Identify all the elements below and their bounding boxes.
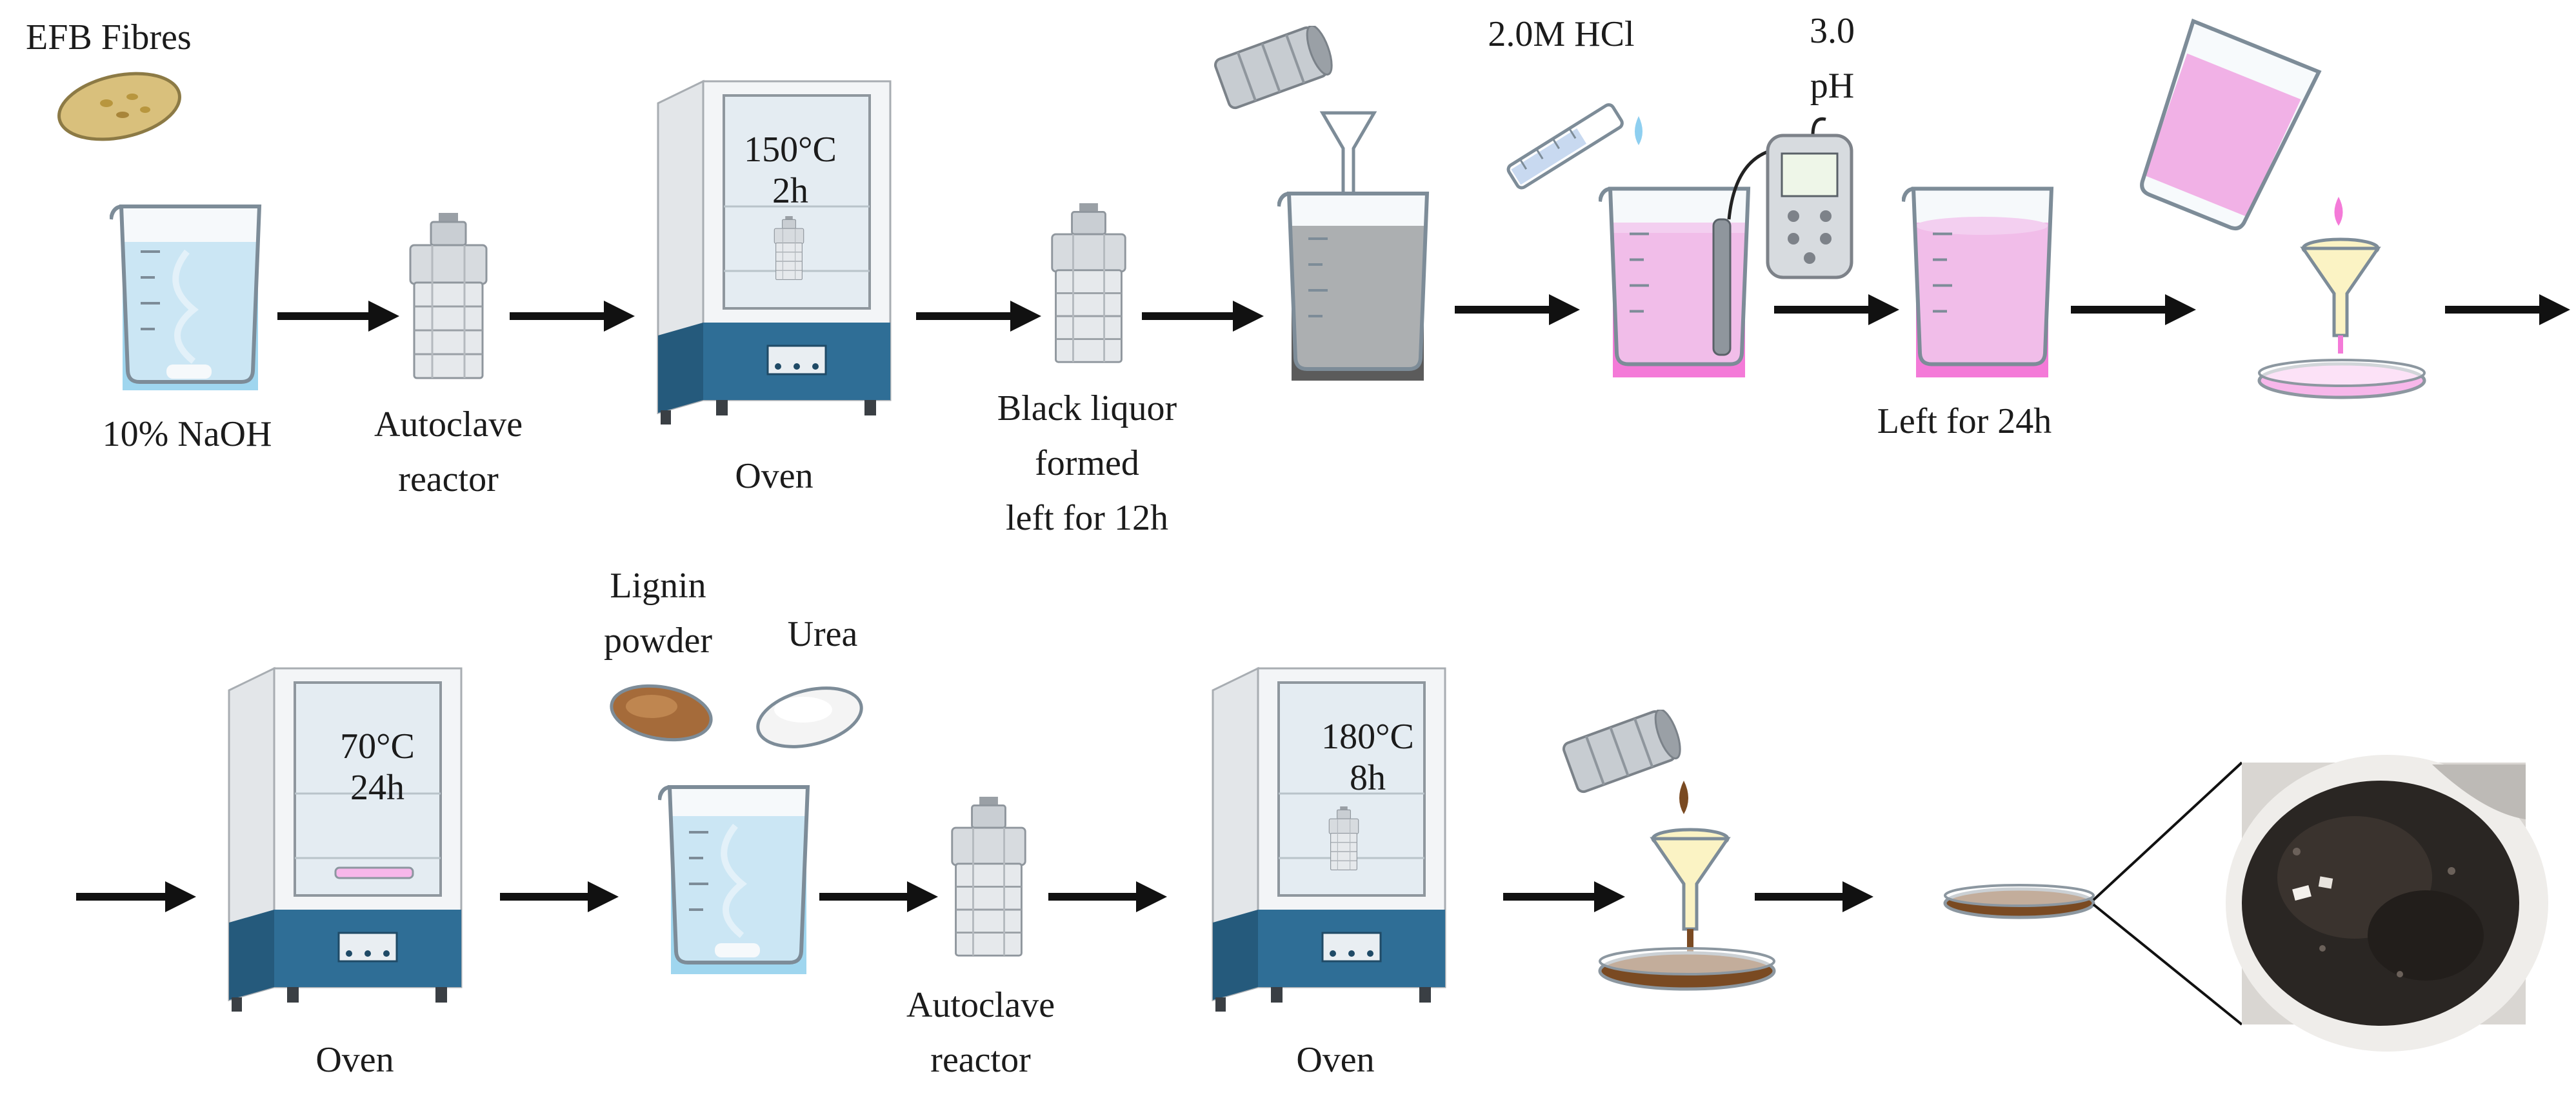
- oven-3-deg: °C: [1375, 717, 1414, 757]
- autoclave-label: Autoclave: [374, 405, 523, 445]
- urea-icon: [756, 686, 863, 748]
- oven-icon: [228, 667, 463, 1013]
- lignin-label-2: powder: [604, 621, 712, 661]
- ph-label: pH: [1810, 66, 1855, 106]
- black-liquor-label-1: Black liquor: [997, 388, 1177, 428]
- oven-1-setting: 150°C 2h: [744, 129, 837, 212]
- oven-3-setting: 180°C 8h: [1321, 716, 1414, 799]
- brown-drop-icon: [1679, 781, 1688, 814]
- efb-fibres-icon: [57, 72, 181, 141]
- zoom-line-bottom: [2092, 903, 2243, 1026]
- pouring-beaker-icon: [2140, 18, 2322, 230]
- lignin-label-1: Lignin: [610, 566, 706, 606]
- filter-funnel-icon: [2300, 237, 2381, 354]
- oven-label: Oven: [315, 1040, 394, 1080]
- oven-1-temp: 150: [744, 130, 799, 170]
- autoclave-reactor-icon: [951, 795, 1026, 957]
- acid-drop-icon: [1635, 116, 1642, 145]
- black-liquor-label-3: left for 12h: [1006, 498, 1168, 538]
- autoclave-reactor-icon: [409, 213, 488, 379]
- naoh-label: 10% NaOH: [102, 414, 272, 454]
- autoclave-reactor-icon: [1051, 202, 1126, 363]
- oven-3-time: 8h: [1350, 758, 1386, 798]
- graduated-cylinder-icon: [1506, 103, 1624, 190]
- oven-2-time: 24h: [350, 768, 404, 808]
- oven-2-deg: °C: [376, 726, 415, 766]
- oven-3-temp: 180: [1321, 717, 1376, 757]
- reactor-label: reactor: [398, 459, 499, 499]
- oven-2-setting: 70°C 24h: [340, 726, 415, 808]
- oven-2-temp: 70: [340, 726, 377, 766]
- settled-beaker-icon: [1903, 189, 2052, 377]
- oven-label: Oven: [1296, 1040, 1375, 1080]
- left-24h-label: Left for 24h: [1877, 401, 2052, 441]
- product-photo: [2226, 755, 2548, 1052]
- reactor-label: reactor: [930, 1040, 1031, 1080]
- petri-dish-brown-icon: [1598, 947, 1776, 991]
- pouring-pipe-icon: [1561, 710, 1684, 794]
- urea-label: Urea: [787, 614, 858, 654]
- hcl-label: 2.0M HCl: [1488, 14, 1635, 54]
- black-liquor-beaker-icon: [1279, 111, 1427, 381]
- petri-dish-in-oven-icon: [334, 866, 414, 879]
- zoom-line-top: [2092, 761, 2243, 901]
- black-liquor-label-2: formed: [1035, 443, 1139, 483]
- product-dish-icon: [1943, 884, 2095, 919]
- mixing-beaker-icon: [659, 787, 808, 974]
- ph-meter-icon: [1766, 117, 1853, 279]
- filter-funnel-icon: [1650, 828, 1731, 952]
- naoh-beaker-icon: [111, 206, 259, 390]
- efb-fibres-label: EFB Fibres: [26, 17, 192, 57]
- pink-drop-icon: [2334, 197, 2343, 226]
- oven-1-time: 2h: [772, 171, 808, 211]
- lignin-powder-icon: [610, 684, 713, 742]
- autoclave-label: Autoclave: [906, 985, 1055, 1025]
- ph-value-label: 3.0: [1810, 11, 1855, 51]
- oven-1-deg: °C: [798, 130, 837, 170]
- petri-dish-pink-icon: [2257, 359, 2426, 399]
- oven-label: Oven: [735, 456, 814, 496]
- pouring-pipe-icon: [1212, 26, 1335, 110]
